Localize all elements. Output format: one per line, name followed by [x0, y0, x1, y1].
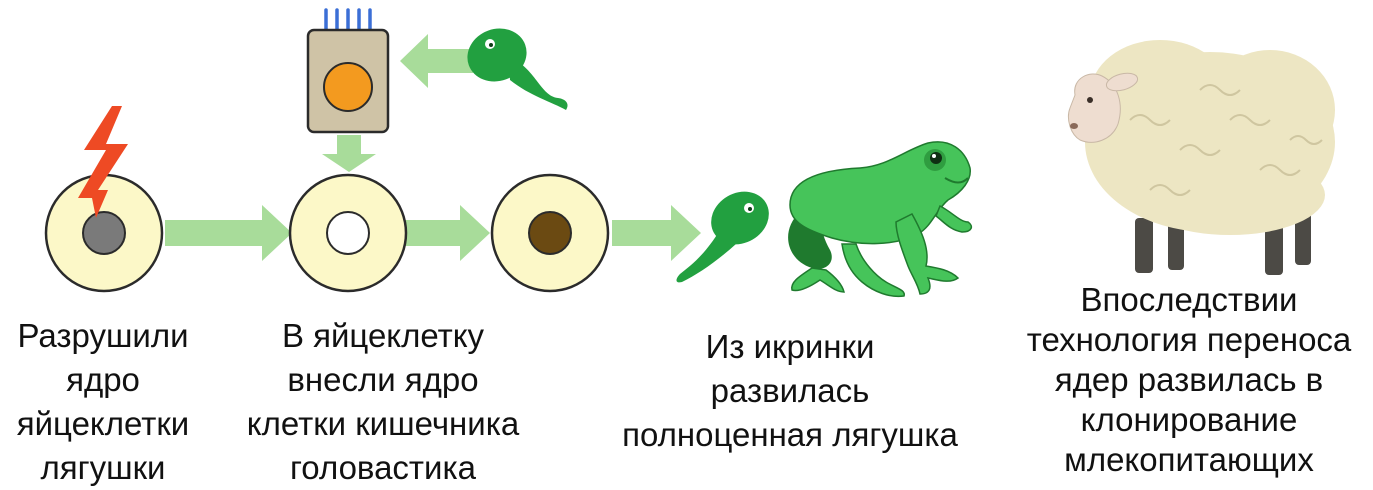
arrow-tadpole-to-cell	[400, 34, 473, 88]
egg-empty	[290, 175, 406, 291]
caption-line: Впоследствии	[1005, 280, 1373, 320]
arrow-cell-to-egg2	[322, 135, 376, 172]
tadpole-icon	[460, 20, 568, 110]
arrow-egg2-to-egg3	[405, 205, 490, 261]
caption-line: млекопитающих	[1005, 440, 1373, 480]
caption-line: Из икринки	[605, 325, 975, 369]
caption-line: клетки кишечника	[225, 402, 541, 446]
caption-line: внесли ядро	[225, 358, 541, 402]
sheep-icon	[1068, 40, 1335, 275]
caption-step2: В яйцеклетку внесли ядро клетки кишечник…	[225, 314, 541, 490]
caption-line: Разрушили	[0, 314, 206, 358]
caption-line: полноценная лягушка	[605, 413, 975, 457]
caption-line: ядро	[0, 358, 206, 402]
arrow-egg3-to-tadpole	[612, 205, 701, 261]
egg-new-nucleus	[492, 175, 608, 291]
caption-line: развилась	[605, 369, 975, 413]
caption-line: клонирование	[1005, 400, 1373, 440]
frog-icon	[788, 142, 971, 297]
caption-line: технология переноса	[1005, 320, 1373, 360]
caption-line: В яйцеклетку	[225, 314, 541, 358]
caption-step1: Разрушили ядро яйцеклетки лягушки	[0, 314, 206, 490]
caption-step3: Из икринки развилась полноценная лягушка	[605, 325, 975, 457]
caption-line: яйцеклетки	[0, 402, 206, 446]
caption-line: лягушки	[0, 446, 206, 490]
caption-line: ядер развилась в	[1005, 360, 1373, 400]
intestine-cell-icon	[308, 10, 388, 132]
caption-line: головастика	[225, 446, 541, 490]
caption-step4: Впоследствии технология переноса ядер ра…	[1005, 280, 1373, 480]
arrow-egg1-to-egg2	[165, 205, 292, 261]
